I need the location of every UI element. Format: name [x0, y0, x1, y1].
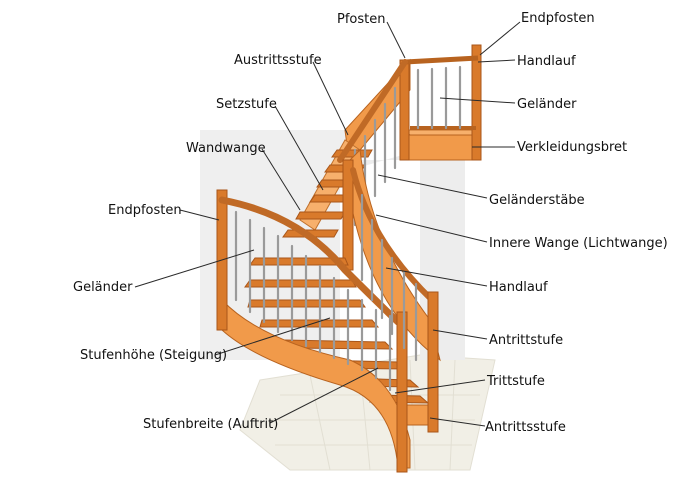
- label-setzstufe: Setzstufe: [216, 97, 277, 112]
- label-gelaenderstaebe: Geländerstäbe: [489, 193, 585, 208]
- labels: Pfosten Endpfosten Austrittsstufe Handla…: [73, 11, 668, 435]
- label-handlauf-top: Handlauf: [517, 54, 576, 69]
- label-stufenhoehe: Stufenhöhe (Steigung): [80, 348, 227, 363]
- label-pfosten: Pfosten: [337, 12, 385, 27]
- label-gelaender-left: Geländer: [73, 280, 133, 295]
- label-trittstufe: Trittstufe: [486, 374, 545, 389]
- label-handlauf-mid: Handlauf: [489, 280, 548, 295]
- inner-railing: [350, 167, 439, 433]
- label-austrittsstufe: Austrittsstufe: [234, 53, 322, 68]
- label-antrittsstufe-bottom: Antrittsstufe: [485, 420, 566, 435]
- label-endpfosten-top: Endpfosten: [521, 11, 595, 26]
- leader-lines: [134, 21, 521, 427]
- landing: [399, 44, 482, 161]
- label-antrittstufe: Antrittstufe: [489, 333, 563, 348]
- label-innere-wange: Innere Wange (Lichtwange): [489, 236, 668, 251]
- label-wandwange: Wandwange: [186, 141, 266, 156]
- label-stufenbreite: Stufenbreite (Auftrit): [143, 417, 278, 432]
- label-verkleidungsbrett: Verkleidungsbret: [517, 140, 627, 155]
- outer-stringer: [221, 298, 411, 469]
- label-gelaender-top: Geländer: [517, 97, 577, 112]
- label-endpfosten-left: Endpfosten: [108, 203, 182, 218]
